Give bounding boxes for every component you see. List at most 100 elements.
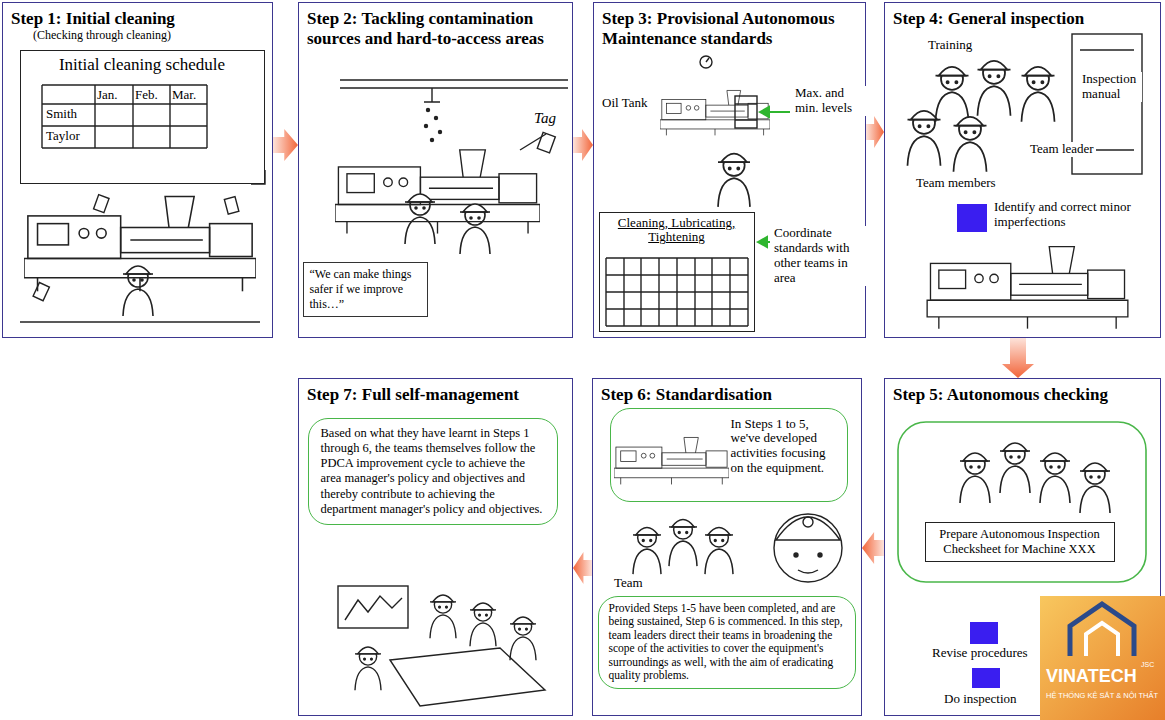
step1-sketch [123, 266, 153, 316]
step3-sketch [606, 56, 770, 326]
step1-sketch [33, 283, 49, 301]
step3-sketch [718, 154, 750, 207]
label-text: Team leader [1028, 142, 1096, 157]
step6-sketch [776, 517, 840, 540]
flow-arrow [866, 116, 884, 148]
step3-sketch [623, 258, 624, 326]
step1-sketch [169, 85, 170, 148]
step2-sketch [405, 194, 435, 244]
label-text: Identify and correct minor imperfections [992, 200, 1156, 230]
node-text: Step 5: Autonomous checking [893, 385, 1152, 405]
node-text: Step 3: Provisional Autonomous Maintenan… [602, 9, 857, 48]
step5-sketch [1080, 463, 1110, 513]
step7-sketch [390, 648, 545, 706]
step4-sketch [1080, 49, 1134, 50]
label-text: Smith [46, 107, 94, 122]
step4-sketch [908, 34, 1143, 329]
flow-arrow [273, 129, 298, 161]
flow-arrow [573, 552, 592, 584]
step7-sketch [338, 586, 545, 706]
step3-sketch [735, 96, 757, 128]
step2-sketch [340, 80, 568, 88]
logo-icon [1040, 596, 1165, 660]
step2-sketch [427, 109, 430, 112]
label-text: Feb. [135, 88, 169, 103]
step5-sketch [960, 453, 990, 503]
step6-sketch [774, 514, 842, 582]
step6-sketch [803, 517, 813, 527]
step2-sketch [425, 125, 428, 128]
flow-arrow [573, 129, 593, 161]
label-text: Revise procedures [930, 646, 1030, 661]
step2-sketch [431, 139, 434, 142]
step6-sketch [705, 527, 733, 574]
step-panel: Step 1: Initial cleaning(Checking throug… [2, 2, 273, 338]
label-text: Oil Tank [600, 96, 649, 111]
green-leader [758, 107, 790, 247]
step3-sketch [700, 56, 712, 68]
step4-sketch [936, 67, 969, 122]
step4-sketch [954, 117, 987, 172]
step-panel: Step 3: Provisional Autonomous Maintenan… [593, 2, 866, 338]
step3-sketch [660, 90, 770, 135]
node-text: Provided Steps 1-5 have been completed, … [609, 602, 845, 683]
instruction-box: Prepare Autonomous Inspection Checksheet… [925, 522, 1115, 562]
label-text: Jan. [97, 88, 131, 103]
step-panel: Step 7: Full self-managementBased on wha… [298, 378, 573, 716]
label-text: Training [926, 38, 974, 53]
step3-sketch [658, 258, 659, 326]
step3-sketch [706, 58, 709, 62]
step1-sketch [94, 195, 109, 213]
logo-icon [1086, 623, 1118, 656]
speech-bubble: In Steps 1 to 5, we've developed activit… [610, 408, 848, 502]
step1-sketch [251, 170, 265, 184]
step-panel: Step 6: Standardisation In Steps 1 to 5, … [592, 378, 862, 716]
node-text: Step 6: Standardisation [601, 385, 853, 405]
speech-box: “We can make things safer if we improve … [303, 262, 428, 317]
node-text: Cleaning, Lubricating, Tightening [604, 216, 750, 246]
step-panel: Step 4: General inspection [884, 2, 1161, 338]
step5-sketch [970, 622, 998, 644]
step2-sketch [435, 117, 438, 120]
step1-sketch [94, 85, 95, 148]
flow-arrow [862, 532, 884, 564]
label-text: Team [612, 576, 645, 591]
step1-sketch [132, 85, 133, 148]
step7-sketch [510, 617, 536, 660]
step2-sketch [335, 80, 568, 254]
step6-sketch [818, 553, 822, 557]
node-text: “We can make things safer if we improve … [310, 267, 421, 312]
label-text: Taylor [46, 129, 94, 144]
label-text: Do inspection [942, 692, 1019, 707]
step4-sketch [1080, 149, 1134, 150]
step4-sketch [957, 204, 987, 232]
step5-sketch [1040, 453, 1070, 503]
standards-sheet: Cleaning, Lubricating, Tightening [599, 212, 755, 332]
green-leader [758, 237, 767, 247]
node-text: Prepare Autonomous Inspection Checksheet… [932, 527, 1108, 557]
step3-sketch [747, 258, 748, 326]
label-text: Max. and min. levels [793, 86, 869, 116]
step7-sketch [345, 596, 402, 620]
step7-sketch [430, 595, 456, 638]
green-leader [768, 111, 790, 113]
step2-sketch [335, 150, 540, 234]
step4-sketch [927, 247, 1128, 329]
step5-sketch [1000, 443, 1030, 493]
step1-sketch [224, 197, 239, 214]
step3-sketch [729, 258, 730, 326]
step2-sketch [460, 204, 490, 254]
step1-sketch [41, 85, 42, 148]
step7-sketch [355, 647, 381, 690]
speech-bubble: Based on what they have learnt in Steps … [308, 418, 558, 526]
label-text: Inspection manual [1080, 72, 1142, 102]
step3-sketch [735, 103, 757, 104]
step2-sketch [439, 131, 442, 134]
label-text: Tag [532, 110, 558, 127]
node-text: Step 4: General inspection [893, 9, 1152, 29]
step1-sketch [24, 197, 256, 292]
logo-icon [1070, 604, 1134, 656]
